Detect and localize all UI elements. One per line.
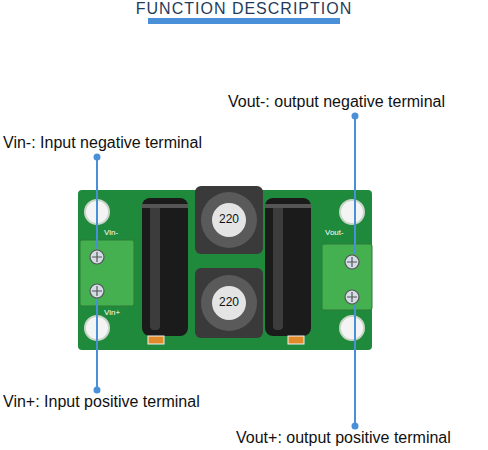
callout-text: Vout-: output negative terminal bbox=[228, 93, 445, 111]
silkscreen-label: Vin+ bbox=[104, 308, 120, 317]
title: FUNCTION DESCRIPTION bbox=[136, 0, 352, 18]
silkscreen-label: Vin- bbox=[104, 228, 118, 237]
callout-text: Vin+: Input positive terminal bbox=[3, 393, 200, 411]
inductor-value: 220 bbox=[219, 213, 239, 227]
callout-text: Vin-: Input negative terminal bbox=[3, 134, 202, 152]
inductor-value: 220 bbox=[219, 296, 239, 310]
capacitors bbox=[142, 198, 311, 336]
output-terminal-block bbox=[322, 244, 372, 310]
callout-text: Vout+: output positive terminal bbox=[236, 429, 451, 447]
pcb-board bbox=[78, 190, 372, 350]
input-terminal-block bbox=[80, 240, 134, 306]
silkscreen-label: Vout- bbox=[325, 228, 344, 237]
leader-lines bbox=[95, 114, 358, 429]
inductors bbox=[195, 186, 263, 338]
title-bar bbox=[148, 18, 340, 24]
smd-parts bbox=[148, 336, 304, 344]
